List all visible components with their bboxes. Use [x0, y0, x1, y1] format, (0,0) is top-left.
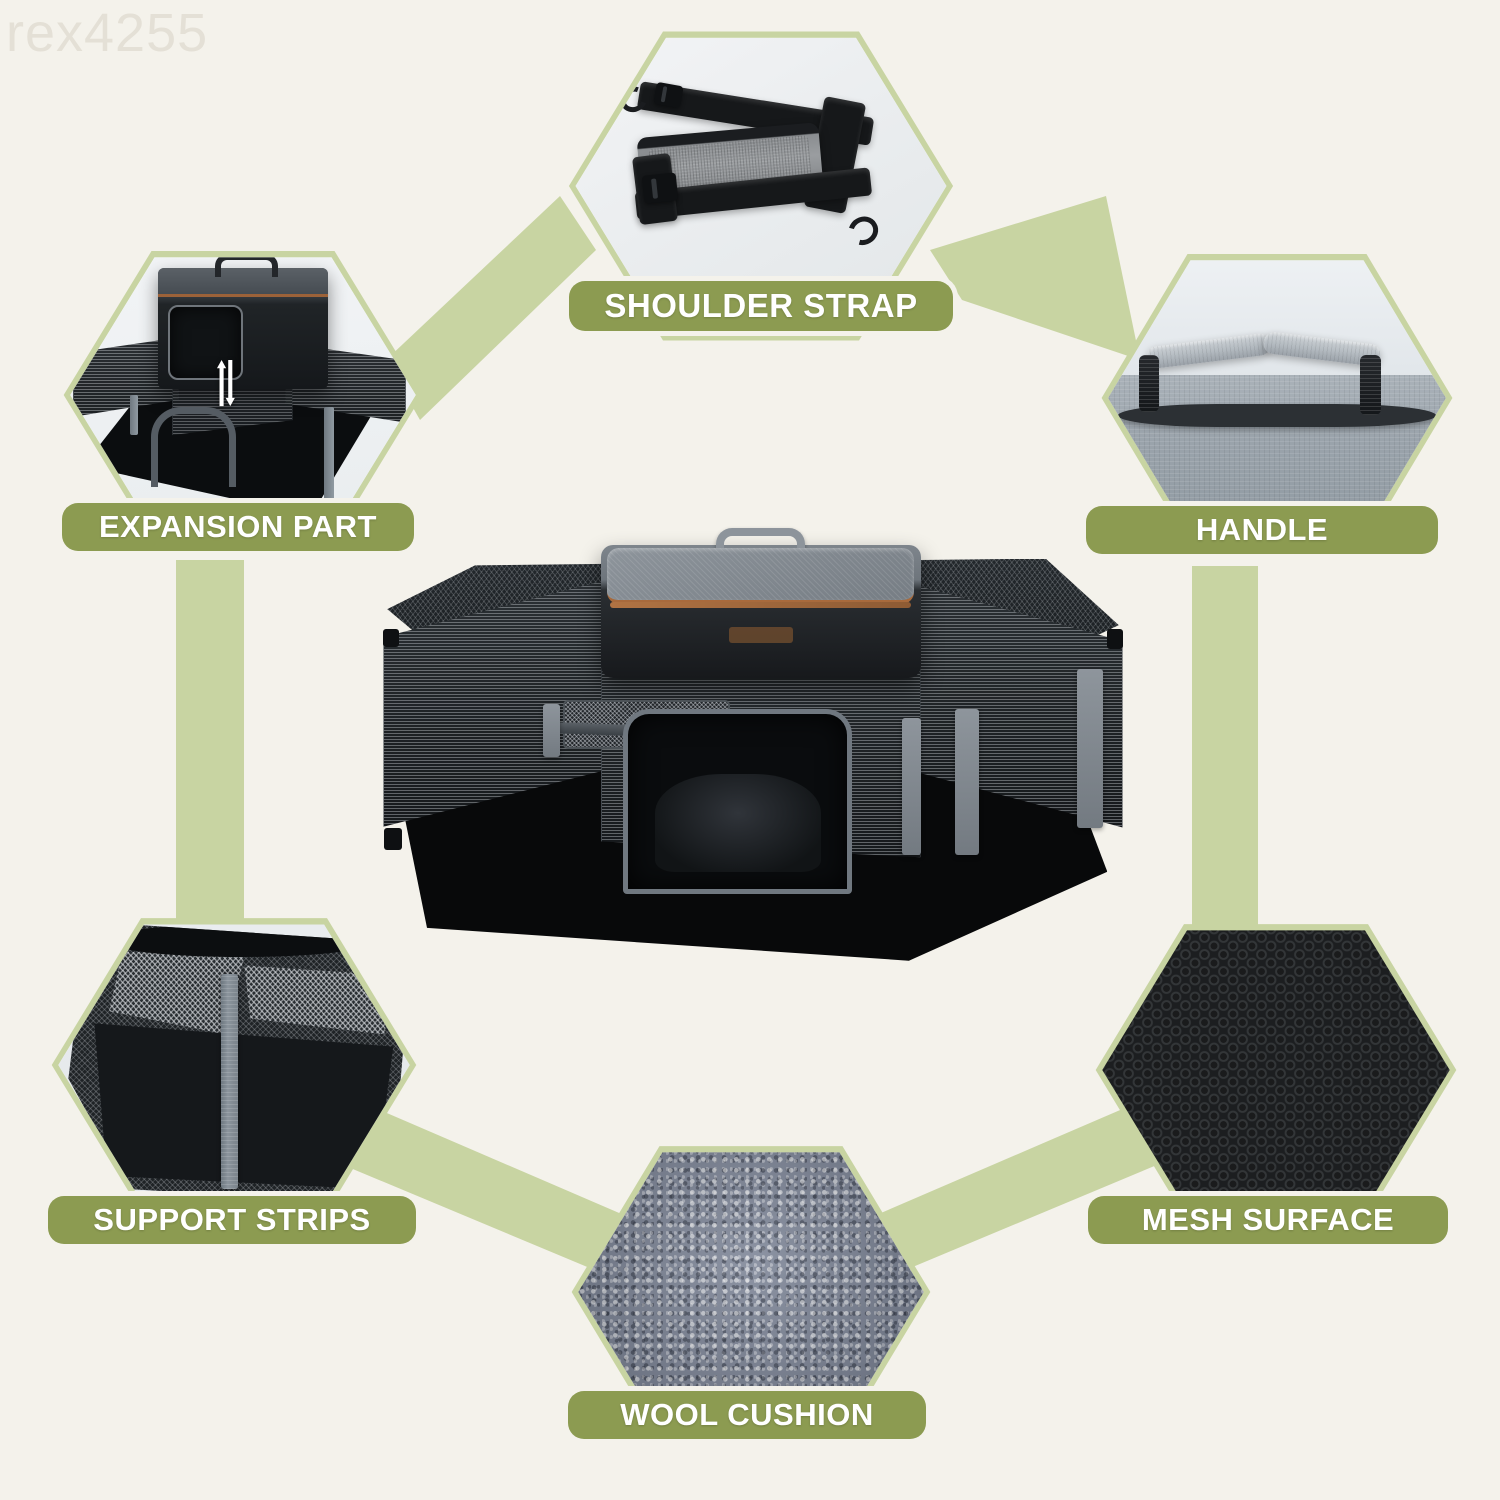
callout-handle[interactable]	[1098, 248, 1456, 548]
photo-support-strips	[58, 924, 410, 1206]
hexagon-image-support-strips	[58, 924, 410, 1206]
callout-expansion-part[interactable]	[60, 245, 426, 545]
label-handle: HANDLE	[1086, 506, 1438, 554]
support-strip	[1076, 669, 1103, 829]
bag-lid	[606, 547, 915, 604]
swivel-hook-icon	[843, 211, 884, 251]
hexagon-image-handle	[1108, 260, 1446, 536]
hexagon-image-mesh-surface	[1102, 930, 1450, 1210]
label-shoulder-strap: SHOULDER STRAP	[569, 281, 953, 331]
photo-expansion-part	[70, 257, 416, 533]
hexagon-image-wool-cushion	[578, 1152, 924, 1432]
callout-wool-cushion[interactable]	[568, 1140, 934, 1444]
zipper	[610, 602, 912, 608]
door-opening	[654, 773, 821, 872]
callout-support-strips[interactable]	[48, 912, 420, 1218]
hexagon-image-expansion-part	[70, 257, 416, 533]
photo-handle	[1108, 260, 1446, 536]
hero-product-image	[372, 528, 1134, 974]
side-door	[623, 708, 853, 895]
watermark-text: rex4255	[6, 3, 209, 63]
support-strip	[543, 704, 561, 758]
support-strip	[901, 717, 922, 855]
label-mesh-surface: MESH SURFACE	[1088, 1196, 1448, 1244]
carry-handle-icon	[715, 528, 806, 555]
photo-wool-cushion	[578, 1152, 924, 1432]
photo-mesh-surface	[1102, 930, 1450, 1210]
label-expansion-part: EXPANSION PART	[62, 503, 414, 551]
support-strip	[954, 708, 980, 855]
label-support-strips: SUPPORT STRIPS	[48, 1196, 416, 1244]
label-wool-cushion: WOOL CUSHION	[568, 1391, 926, 1439]
expand-arrows-icon	[211, 360, 239, 407]
callout-mesh-surface[interactable]	[1092, 918, 1460, 1222]
carrier-bag	[600, 528, 921, 678]
brand-patch	[728, 627, 793, 644]
